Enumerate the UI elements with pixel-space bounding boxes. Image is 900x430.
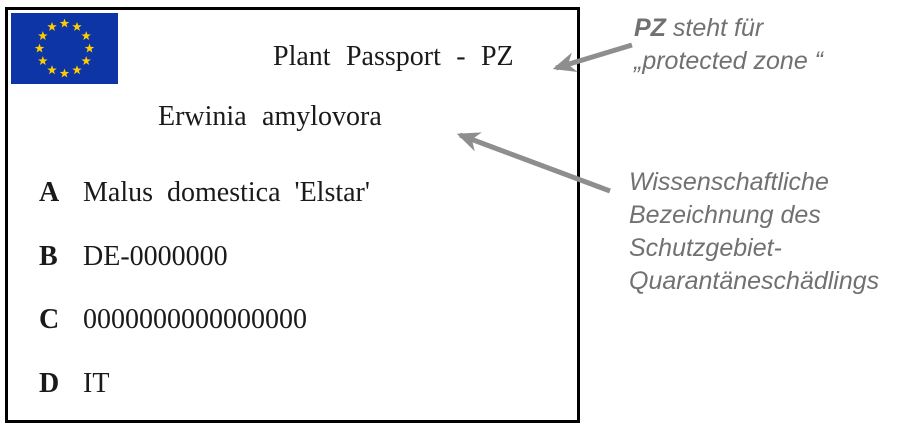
row-letter: B xyxy=(39,241,58,272)
passport-row-c: C 0000000000000000 xyxy=(39,304,307,336)
passport-title: Plant Passport - PZ xyxy=(273,41,514,72)
row-letter: D xyxy=(39,368,60,399)
annotation-pz-rest: steht für xyxy=(665,14,764,42)
passport-row-a: A Malus domestica 'Elstar' xyxy=(39,177,370,209)
annotation-pz-note: PZ steht für „protected zone “ xyxy=(634,12,823,78)
row-value-country-code: IT xyxy=(83,368,110,399)
annotation-pest-line3: Schutzgebiet- xyxy=(629,234,782,262)
passport-box: Plant Passport - PZ Erwinia amylovora A … xyxy=(5,7,580,423)
annotation-pest-note: Wissenschaftliche Bezeichnung des Schutz… xyxy=(629,166,879,298)
annotation-pz-term: PZ xyxy=(634,14,666,42)
annotation-pest-line4: Quarantäneschädlings xyxy=(629,267,880,295)
annotation-pest-line2: Bezeichnung des xyxy=(629,201,821,229)
annotation-pz-line2: „protected zone “ xyxy=(634,47,823,75)
eu-flag-icon xyxy=(11,13,118,84)
row-value-traceability-code: 0000000000000000 xyxy=(83,304,307,335)
row-value-registration-number: DE-0000000 xyxy=(83,241,228,272)
annotation-pz-line1: PZ steht für xyxy=(634,12,823,45)
pest-scientific-name: Erwinia amylovora xyxy=(158,101,382,132)
passport-row-b: B DE-0000000 xyxy=(39,241,228,273)
annotation-pest-line1: Wissenschaftliche xyxy=(629,168,829,196)
row-value-botanical-name: Malus domestica 'Elstar' xyxy=(83,177,370,208)
row-letter: C xyxy=(39,304,60,335)
passport-row-d: D IT xyxy=(39,368,109,400)
row-letter: A xyxy=(39,177,60,208)
